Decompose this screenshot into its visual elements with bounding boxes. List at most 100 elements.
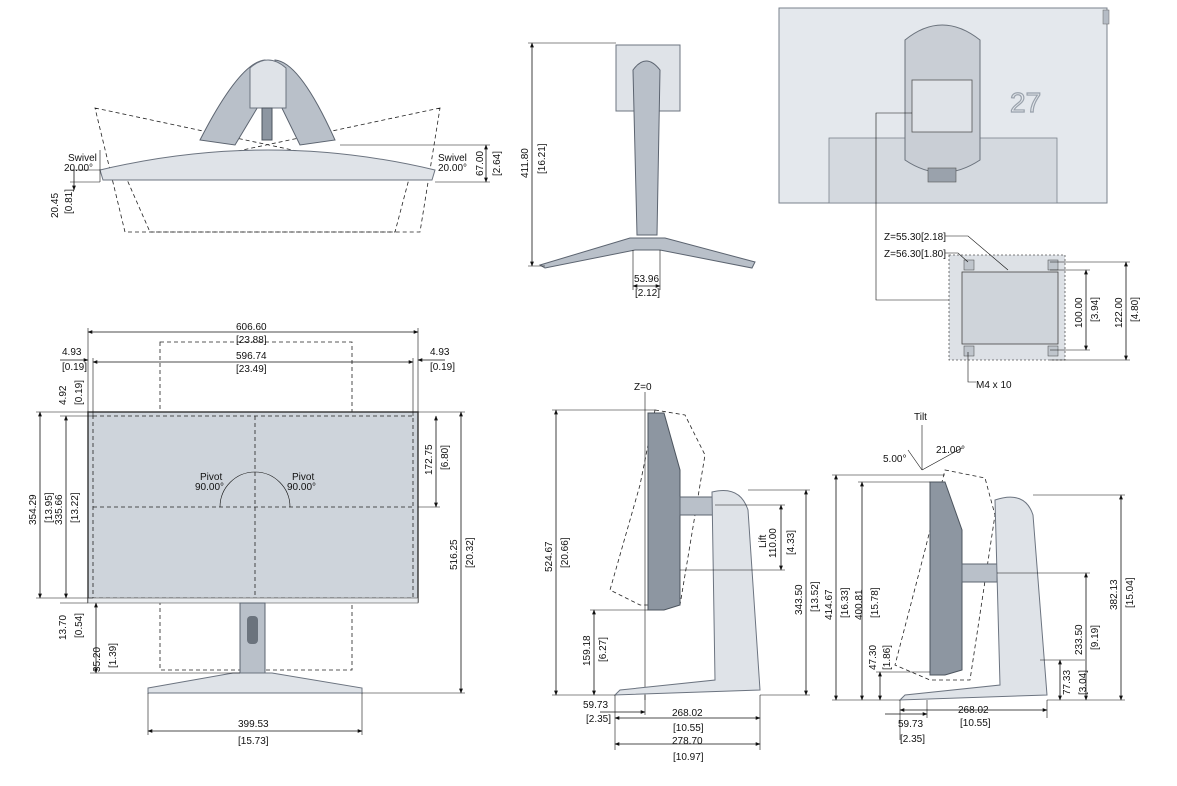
swivel-left-angle: 20.00°: [64, 163, 93, 174]
top-edge-in: [0.81]: [64, 189, 75, 214]
vesa-z2: Z=56.30[1.80]: [884, 249, 946, 260]
outer-height-mm: 354.29: [28, 494, 39, 525]
lift-base-depth-mm: 268.02: [672, 708, 703, 719]
active-height-mm: 335.66: [54, 494, 65, 525]
front-view: 606.60 [23.88] 596.74 [23.49] 4.93 [0.19…: [28, 322, 476, 747]
pivot-arc: [219, 471, 291, 508]
pivot-left-angle: 90.00°: [195, 482, 224, 493]
outer-height-in: [13.95]: [44, 492, 55, 523]
tilt-bottom-in: [1.86]: [882, 645, 893, 670]
tilt-total-mm: 382.13: [1109, 579, 1120, 610]
tilt-arm-in: [9.19]: [1090, 625, 1101, 650]
stand-height-in: [16.21]: [537, 143, 548, 174]
back-view: 27 Z=55.30[2.18] Z=56.30[1.80] 100.00 [3…: [778, 7, 1141, 391]
lift-total-depth-mm: 278.70: [672, 736, 703, 747]
lift-max-height-mm: 524.67: [544, 541, 555, 572]
tilt-stand-body: [898, 496, 1048, 701]
chin-mm: 13.70: [58, 615, 69, 640]
front-active-width-mm: 596.74: [236, 351, 267, 362]
tilt-foot-mm: 77.33: [1062, 670, 1073, 695]
half-height-in: [6.80]: [440, 445, 451, 470]
top-edge-mm: 20.45: [50, 193, 61, 218]
chin-in: [0.54]: [74, 613, 85, 638]
stand-neck-mm: 53.96: [634, 274, 659, 285]
lift-stand-body: [613, 490, 761, 696]
tilt-h2-mm: 400.81: [854, 589, 865, 620]
gap-mm: 35.20: [92, 647, 103, 672]
stand-leg-right: [274, 59, 336, 146]
tilt-bottom-mm: 47.30: [868, 645, 879, 670]
top-depth-in: [2.64]: [492, 151, 503, 176]
swivel-outline-right: [124, 107, 441, 233]
vesa-inner-in: [3.94]: [1090, 297, 1101, 322]
lift-stand-height-mm: 343.50: [794, 584, 805, 615]
lift-base-depth-in: [10.55]: [673, 723, 704, 734]
vesa-outer-mm: 122.00: [1114, 297, 1125, 328]
model-logo: 27: [1010, 87, 1041, 118]
swivel-outline-left: [94, 107, 411, 233]
tilt-offset-in: [2.35]: [900, 734, 925, 745]
tilt-h2-in: [15.78]: [870, 587, 881, 618]
top-view: Swivel 20.00° Swivel 20.00° 67.00 [2.64]…: [50, 59, 503, 233]
tilt-h1-in: [16.33]: [840, 587, 851, 618]
tilt-word: Tilt: [914, 412, 927, 423]
stand-column-top: [261, 107, 273, 141]
tilt-back: 5.00°: [883, 454, 906, 465]
tilt-outline: [894, 469, 996, 681]
lift-panel: [647, 412, 681, 611]
lift-stand-height-in: [13.52]: [810, 581, 821, 612]
side-lift-view: Z=0 524.67 [20.66] Lift 110.00 [4.33] 34…: [544, 382, 821, 763]
bezel-left-mm: 4.93: [62, 347, 82, 358]
bezel-top-in: [0.19]: [74, 380, 85, 405]
stand-neck-top: [249, 59, 287, 109]
side-tilt-view: Tilt 5.00° 21.00° 414.67 [16.33] 400.81 …: [824, 412, 1136, 745]
tilt-depth-mm: 268.02: [958, 705, 989, 716]
lift-mm: 110.00: [768, 528, 779, 558]
base-width-in: [15.73]: [238, 736, 269, 747]
bezel-right-in: [0.19]: [430, 362, 455, 373]
active-height-in: [13.22]: [70, 492, 81, 523]
lift-arm: [679, 496, 716, 516]
total-height-in: [20.32]: [465, 537, 476, 568]
tilt-arm: [961, 563, 998, 583]
top-depth-mm: 67.00: [475, 151, 486, 176]
bezel-top-mm: 4.92: [58, 385, 69, 405]
screw-spec: M4 x 10: [976, 380, 1012, 391]
lift-in: [4.33]: [786, 530, 797, 555]
lift-word: Lift: [758, 534, 769, 548]
lift-offset-in: [2.35]: [586, 714, 611, 725]
pivot-right-word: Pivot: [292, 472, 314, 483]
vesa-outer-in: [4.80]: [1130, 297, 1141, 322]
pivot-left-word: Pivot: [200, 472, 222, 483]
lift-offset-mm: 59.73: [583, 700, 608, 711]
vesa-inner-mm: 100.00: [1074, 297, 1085, 328]
front-overall-width-mm: 606.60: [236, 322, 267, 333]
lift-total-depth-in: [10.97]: [673, 752, 704, 763]
bezel-right-mm: 4.93: [430, 347, 450, 358]
vesa-plate: [911, 79, 973, 133]
stand-height-mm: 411.80: [520, 148, 531, 178]
pivot-right-angle: 90.00°: [287, 482, 316, 493]
stand-neck-in: [2.12]: [635, 288, 660, 299]
swivel-left-word: Swivel: [68, 153, 97, 164]
tilt-h1-mm: 414.67: [824, 589, 835, 620]
base-width-mm: 399.53: [238, 719, 269, 730]
bezel-left-in: [0.19]: [62, 362, 87, 373]
tilt-forward: 21.00°: [936, 445, 965, 456]
tilt-depth-in: [10.55]: [960, 718, 991, 729]
front-active-width-in: [23.49]: [236, 364, 267, 375]
stand-column: [632, 60, 661, 236]
total-height-mm: 516.25: [449, 539, 460, 570]
tilt-offset-mm: 59.73: [898, 719, 923, 730]
stand-base: [538, 237, 756, 269]
lift-bottom-in: [6.27]: [598, 637, 609, 662]
gap-in: [1.39]: [108, 643, 119, 668]
swivel-right-angle: 20.00°: [438, 163, 467, 174]
lift-bottom-mm: 159.18: [582, 635, 593, 666]
tilt-arm-mm: 233.50: [1074, 624, 1085, 655]
half-height-mm: 172.75: [424, 444, 435, 475]
swivel-right-word: Swivel: [438, 153, 467, 164]
tilt-total-in: [15.04]: [1125, 577, 1136, 608]
tilt-foot-in: [3.04]: [1078, 670, 1089, 695]
